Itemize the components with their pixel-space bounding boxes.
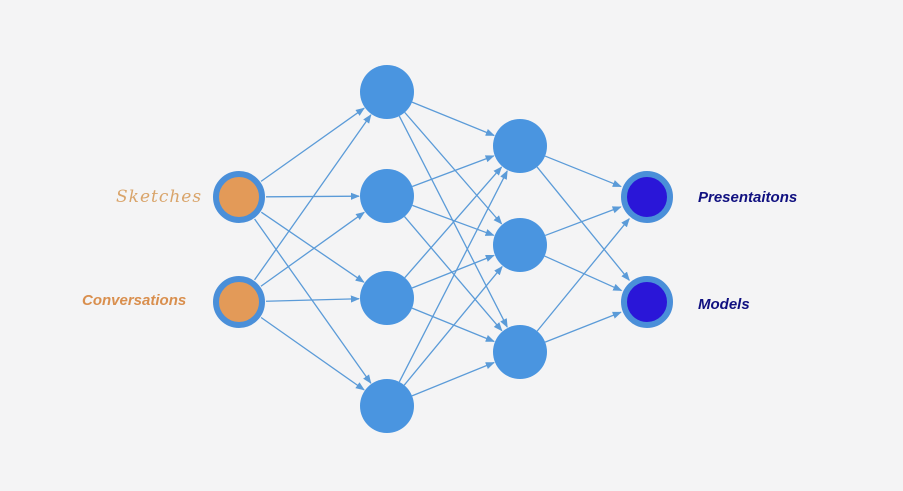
edge-input-0-to-hidden-1-3: [254, 218, 372, 384]
edge-hidden-1-3-to-hidden-2-0: [398, 170, 508, 383]
node-output-0: [621, 171, 673, 223]
node-input-1: [213, 276, 265, 328]
edge-hidden-2-2-to-output-1: [544, 311, 622, 343]
node-hidden-1-0: [360, 65, 414, 119]
edge-hidden-1-0-to-hidden-2-0: [411, 101, 495, 137]
edge-hidden-2-1-to-output-0: [545, 206, 622, 237]
edge-hidden-1-1-to-hidden-2-1: [412, 204, 495, 236]
edge-hidden-1-2-to-hidden-2-0: [404, 166, 503, 279]
edge-input-1-to-hidden-1-3: [260, 316, 365, 391]
input-label-conversations: Conversations: [82, 292, 187, 309]
edge-hidden-1-1-to-hidden-2-0: [412, 155, 495, 188]
edge-input-1-to-hidden-1-0: [254, 114, 372, 281]
edge-hidden-1-1-to-hidden-2-2: [404, 216, 503, 332]
edge-hidden-1-2-to-hidden-2-2: [411, 307, 495, 343]
edge-hidden-2-1-to-output-1: [544, 255, 623, 292]
node-input-0: [213, 171, 265, 223]
node-hidden-2-0: [493, 119, 547, 173]
edge-hidden-2-0-to-output-0: [544, 155, 622, 188]
edge-input-1-to-hidden-1-1: [260, 211, 365, 287]
input-label-sketches: Sketches: [116, 187, 203, 207]
edge-hidden-2-2-to-output-0: [536, 217, 630, 332]
output-label-presentations: Presentaitons: [698, 189, 798, 206]
edge-hidden-1-3-to-hidden-2-2: [411, 361, 495, 397]
edge-hidden-2-0-to-output-1: [536, 166, 630, 281]
edge-hidden-1-0-to-hidden-2-1: [404, 111, 503, 225]
node-hidden-2-2: [493, 325, 547, 379]
node-hidden-2-1: [493, 218, 547, 272]
edge-input-0-to-hidden-1-2: [260, 211, 365, 283]
node-hidden-1-1: [360, 169, 414, 223]
edge-input-0-to-hidden-1-0: [260, 107, 365, 182]
node-hidden-1-2: [360, 271, 414, 325]
edge-input-0-to-hidden-1-1: [265, 192, 360, 200]
node-hidden-1-3: [360, 379, 414, 433]
output-label-models: Models: [698, 296, 750, 313]
edge-hidden-1-3-to-hidden-2-1: [403, 265, 503, 386]
edge-hidden-1-2-to-hidden-2-1: [411, 254, 495, 289]
edge-input-1-to-hidden-1-2: [265, 295, 360, 303]
node-output-1: [621, 276, 673, 328]
